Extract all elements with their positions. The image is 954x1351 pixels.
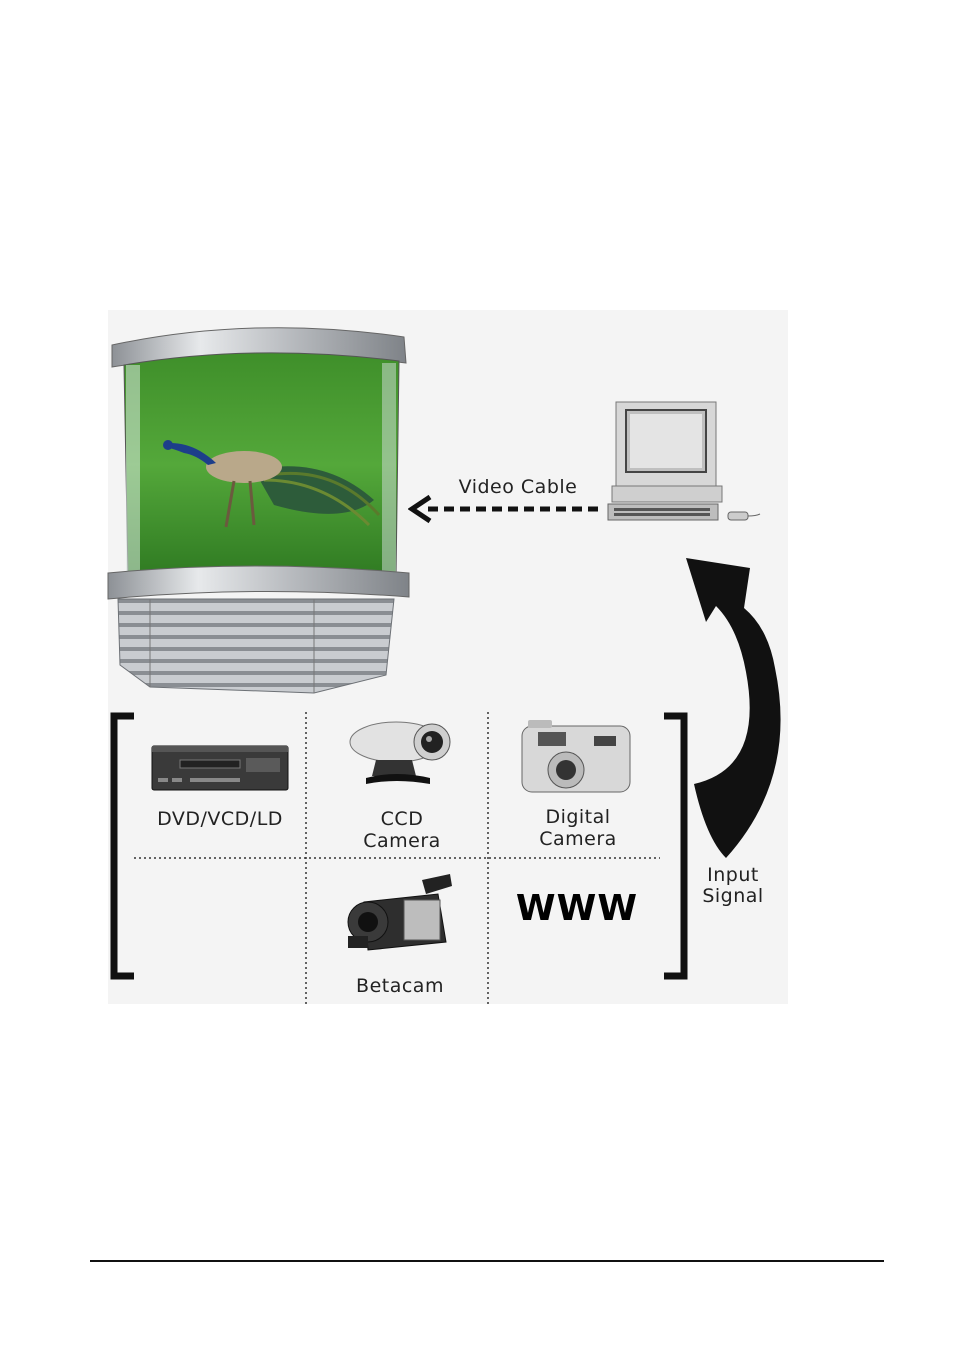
digital-label-line1: Digital <box>545 806 611 828</box>
left-bracket <box>110 712 134 980</box>
ccd-label-line2: Camera <box>363 830 441 852</box>
digital-label-line2: Camera <box>539 828 617 850</box>
video-cable-arrow <box>408 494 604 524</box>
vcr-icon <box>151 745 289 791</box>
computer-icon <box>607 401 761 521</box>
www-label: WWW <box>515 888 639 929</box>
source-grid-lines <box>134 712 660 1004</box>
video-cable-label: Video Cable <box>458 476 578 498</box>
digital-camera-icon <box>521 720 631 793</box>
betacam-label: Betacam <box>356 975 444 997</box>
input-signal-label-line1: Input <box>707 864 759 886</box>
input-signal-label-line2: Signal <box>702 885 764 907</box>
ccd-camera-icon <box>349 721 451 784</box>
ccd-label-line1: CCD <box>380 808 424 830</box>
input-signal-arrow <box>686 558 781 858</box>
camcorder-icon <box>347 874 452 951</box>
dvd-label: DVD/VCD/LD <box>157 808 283 830</box>
footer-rule <box>90 1260 884 1262</box>
display-kiosk-icon <box>107 327 410 694</box>
right-bracket <box>664 712 688 980</box>
